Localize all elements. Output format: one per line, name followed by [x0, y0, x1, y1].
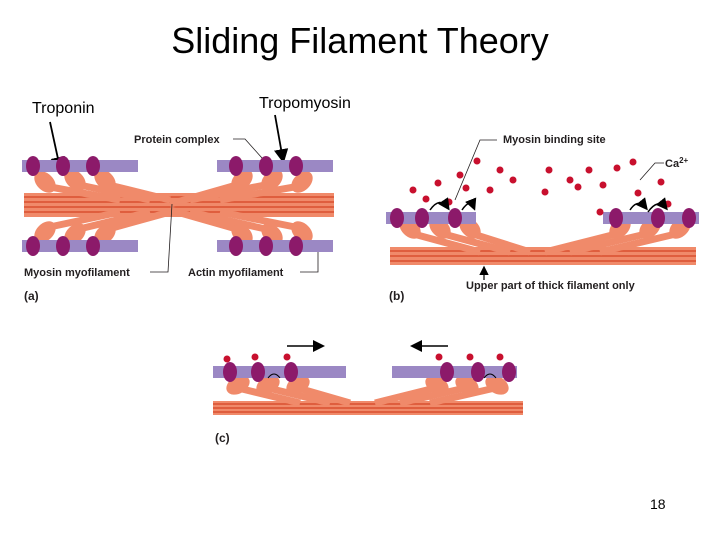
calcium-charge: 2+: [679, 156, 688, 165]
myosin-heads-a: [34, 169, 313, 245]
myosin-heads-b: [399, 217, 691, 256]
leader-lines-b: [454, 139, 664, 201]
myosin-thick-filament-c: [213, 401, 523, 415]
actin-myofilament-label: Actin myofilament: [188, 267, 284, 279]
panel-b: Myosin binding site Ca2+ Upper part of t…: [386, 134, 699, 303]
slide-title: Sliding Filament Theory: [171, 20, 549, 61]
troponin-complexes-c: [223, 362, 516, 382]
panel-c: (c): [213, 340, 523, 445]
myosin-thick-filament-b: [390, 247, 696, 265]
calcium-ions-b: [409, 157, 672, 216]
conformation-arrows-b: [429, 197, 668, 213]
tropomyosin-pointer: [274, 114, 289, 164]
calcium-ions-c: [223, 353, 504, 363]
leader-lines-a: [150, 138, 319, 273]
calcium-symbol: Ca: [665, 158, 680, 170]
troponin-callout: Troponin: [32, 100, 95, 117]
panel-a-label: (a): [24, 289, 39, 303]
panel-c-label: (c): [215, 431, 230, 445]
panel-b-label: (b): [389, 289, 404, 303]
actin-filaments-c: [213, 366, 517, 378]
binding-site-arcs-c: [267, 373, 497, 379]
myosin-binding-site-label: Myosin binding site: [503, 134, 606, 146]
tropomyosin-callout: Tropomyosin: [259, 95, 351, 112]
page-number: 18: [650, 496, 666, 512]
myosin-myofilament-label: Myosin myofilament: [24, 267, 130, 279]
panel-a: Protein complex Myosin myofilament Actin…: [22, 134, 334, 303]
upper-thick-filament-label: Upper part of thick filament only: [466, 280, 636, 292]
actin-filaments-a: [22, 160, 333, 252]
protein-complex-label: Protein complex: [134, 134, 220, 146]
troponin-complexes-b: [390, 208, 696, 228]
troponin-complexes-a: [26, 156, 303, 256]
calcium-label: Ca2+: [665, 156, 689, 170]
